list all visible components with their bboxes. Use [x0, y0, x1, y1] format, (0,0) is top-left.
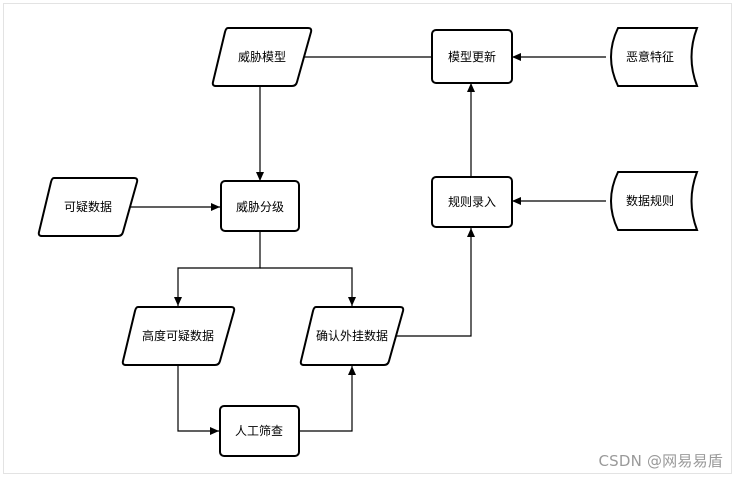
node-highly-suspicious-data-label: 高度可疑数据	[142, 328, 214, 343]
node-malicious-features-label: 恶意特征	[626, 49, 674, 64]
node-model-update-label: 模型更新	[448, 49, 496, 64]
diagram-frame	[3, 3, 732, 474]
node-confirm-cheat-data: 确认外挂数据	[299, 306, 405, 366]
node-manual-screening: 人工筛查	[219, 405, 300, 457]
node-data-rules-label: 数据规则	[626, 193, 674, 208]
node-threat-grading: 威胁分级	[220, 180, 300, 232]
node-rule-entry-label: 规则录入	[448, 194, 496, 209]
node-manual-screening-label: 人工筛查	[235, 423, 283, 438]
node-threat-grading-label: 威胁分级	[236, 199, 284, 214]
node-malicious-features: 恶意特征	[610, 27, 699, 87]
node-highly-suspicious-data: 高度可疑数据	[121, 306, 236, 366]
node-suspicious-data: 可疑数据	[37, 177, 139, 237]
edge-manual-screening-to-confirm-cheat	[299, 366, 356, 432]
node-threat-model-label: 威胁模型	[238, 49, 286, 64]
edge-grading-to-highly-suspicious	[174, 231, 261, 306]
node-confirm-cheat-data-label: 确认外挂数据	[316, 328, 388, 343]
node-threat-model: 威胁模型	[211, 27, 313, 87]
edge-grading-to-confirm-cheat	[260, 267, 356, 306]
node-rule-entry: 规则录入	[431, 176, 513, 228]
edge-highly-suspicious-to-manual-screening	[177, 366, 219, 435]
node-data-rules: 数据规则	[610, 171, 699, 231]
node-model-update: 模型更新	[431, 29, 513, 84]
node-suspicious-data-label: 可疑数据	[64, 199, 112, 214]
watermark: CSDN @网易易盾	[598, 452, 723, 470]
edge-confirm-cheat-to-rule-entry	[380, 228, 475, 337]
